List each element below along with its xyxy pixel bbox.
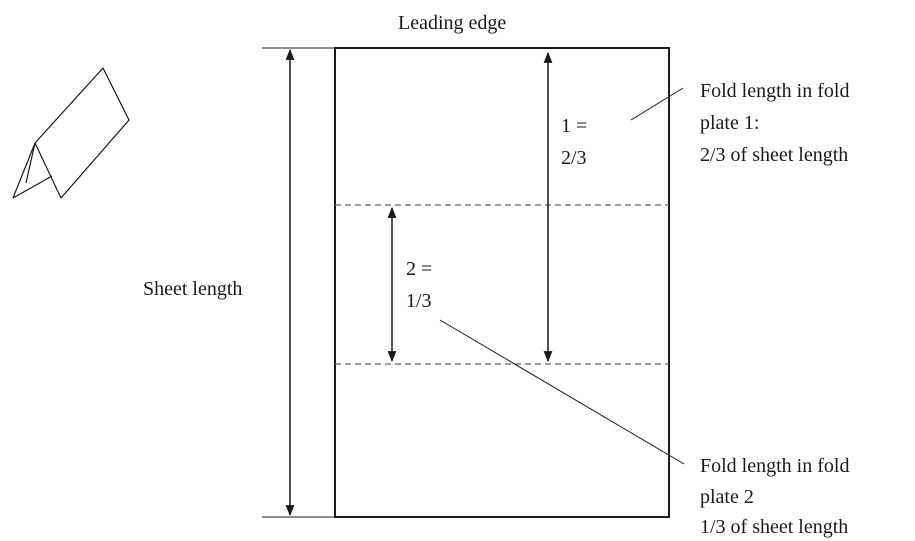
- fold-plate-1-callout-line1: Fold length in fold: [700, 78, 849, 104]
- fold-1-value-line2: 2/3: [561, 145, 587, 171]
- fold-plate-1-callout-line3: 2/3 of sheet length: [700, 142, 848, 168]
- fold-1-value-line1: 1 =: [561, 113, 587, 139]
- fold-2-value-line2: 1/3: [406, 288, 432, 314]
- fold-plate-1-leader: [631, 88, 683, 120]
- folded-sheet-icon: [13, 68, 129, 198]
- sheet-length-label: Sheet length: [143, 276, 242, 302]
- fold-plate-2-leader: [440, 320, 684, 464]
- fold-plate-2-callout-line1: Fold length in fold: [700, 453, 849, 479]
- sheet-outline: [335, 48, 669, 517]
- leading-edge-label: Leading edge: [398, 10, 506, 36]
- fold-plate-1-callout-line2: plate 1:: [700, 110, 759, 136]
- fold-plate-2-callout-line3: 1/3 of sheet length: [700, 514, 848, 540]
- fold-2-value-line1: 2 =: [406, 256, 432, 282]
- fold-plate-2-callout-line2: plate 2: [700, 484, 754, 510]
